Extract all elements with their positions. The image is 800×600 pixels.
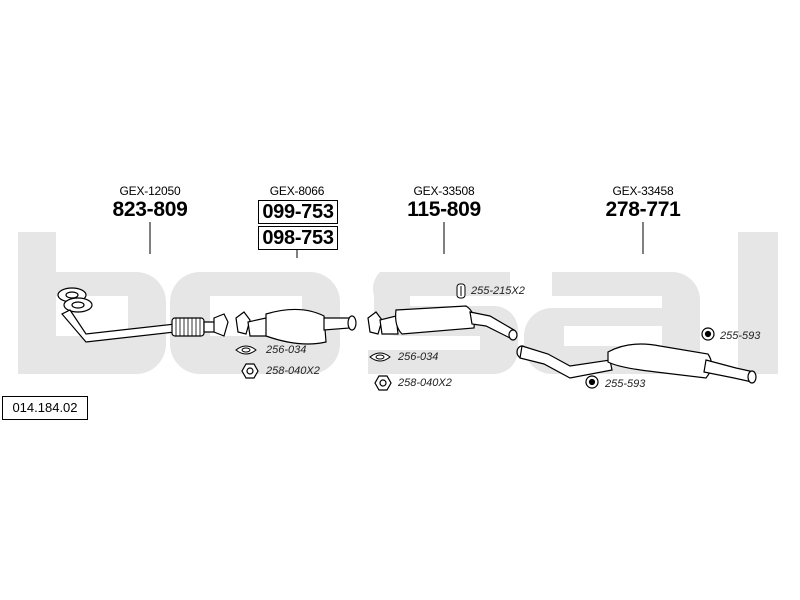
rear-silencer-part — [516, 343, 757, 384]
accessory-label: 256-034 — [266, 344, 307, 356]
clamp-icon — [456, 283, 466, 299]
gex-label: GEX-12050 — [119, 184, 181, 198]
accessory-label: 255-215X2 — [471, 285, 525, 297]
part-number: 823-809 — [112, 198, 188, 221]
leader-lines — [149, 222, 644, 258]
gex-label: GEX-8066 — [269, 184, 325, 198]
rubber-mount-icon — [585, 375, 599, 389]
bosal-watermark — [18, 232, 778, 374]
accessory-label: 256-034 — [398, 351, 439, 363]
part-number: 278-771 — [605, 198, 681, 221]
part-number-box: 098-753 — [258, 226, 338, 250]
accessory-label: 258-040X2 — [398, 377, 452, 389]
front-pipe-part — [57, 287, 229, 343]
rubber-mount-icon — [701, 327, 715, 341]
catalytic-converter-part — [235, 308, 357, 345]
accessory-label: 255-593 — [720, 330, 761, 342]
nut-icon — [241, 363, 259, 379]
gasket-icon — [235, 345, 257, 355]
centre-silencer-part — [367, 305, 518, 341]
part-number-box: 099-753 — [258, 200, 338, 224]
reference-number: 014.184.02 — [2, 396, 88, 420]
gex-label: GEX-33508 — [413, 184, 475, 198]
part-number: 115-809 — [407, 198, 481, 221]
accessory-label: 255-593 — [605, 378, 646, 390]
gex-label: GEX-33458 — [612, 184, 674, 198]
gasket-icon — [369, 352, 391, 362]
accessory-label: 258-040X2 — [266, 365, 320, 377]
nut-icon — [374, 375, 392, 391]
